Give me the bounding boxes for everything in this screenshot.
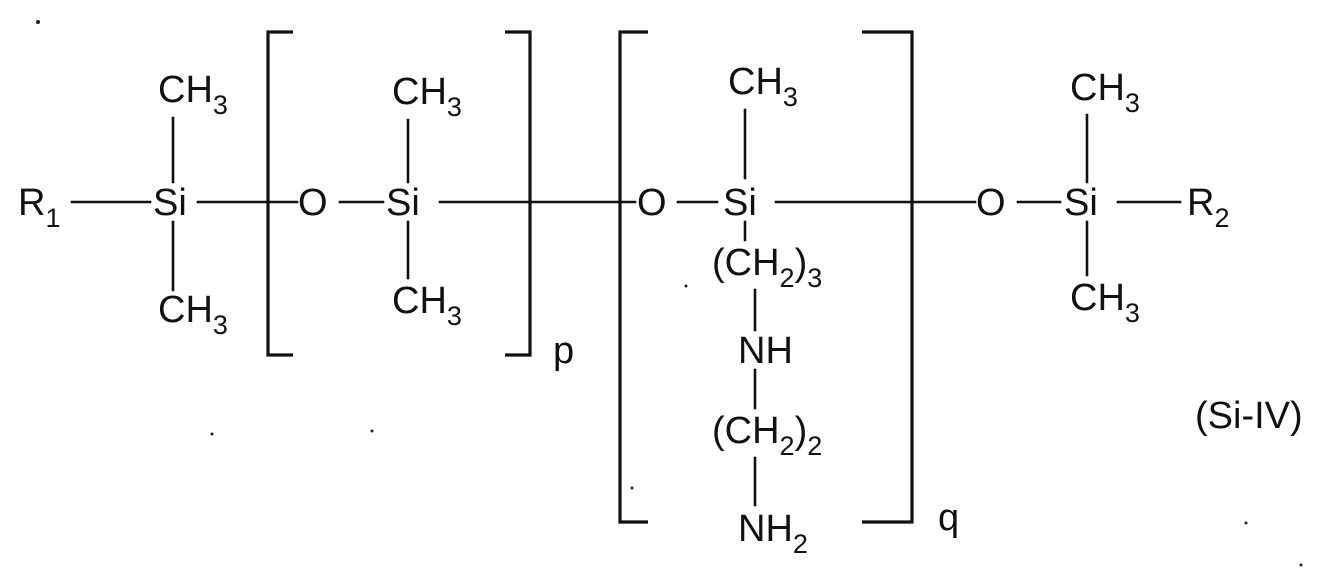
repeat-label-q: q [938, 497, 959, 539]
si-atom-left: Si [153, 182, 187, 224]
ch3-p-top: CH3 [392, 71, 462, 122]
r1-label: R1 [18, 182, 60, 233]
bond-lines [72, 110, 1180, 505]
ch3-left-top: CH3 [158, 69, 228, 120]
ch3-left-bottom: CH3 [158, 289, 228, 340]
ch3-q-top: CH3 [728, 61, 798, 112]
oxygen-q: O [637, 182, 667, 224]
repeat-label-p: p [553, 330, 574, 372]
si-atom-right: Si [1064, 182, 1098, 224]
bracket-q-right [862, 32, 912, 522]
oxygen-p: O [298, 182, 328, 224]
si-atom-q: Si [723, 182, 757, 224]
bracket-q-left [620, 32, 648, 522]
speck [685, 285, 688, 288]
oxygen-right: O [976, 182, 1006, 224]
speck [1300, 564, 1303, 567]
ch3-p-bottom: CH3 [392, 280, 462, 331]
speck [1245, 522, 1248, 525]
nh-group: NH [738, 330, 793, 372]
r2-label: R2 [1187, 182, 1229, 233]
speck [211, 433, 214, 436]
ethylene-chain: (CH2)2 [712, 410, 822, 461]
formula-label: (Si-IV) [1195, 395, 1303, 437]
repeat-unit-p: O Si CH3 CH3 p [298, 71, 574, 372]
bracket-p-left [268, 32, 293, 355]
speck [631, 487, 634, 490]
propylene-chain: (CH2)3 [712, 242, 822, 293]
speck [371, 430, 374, 433]
left-terminal-group: R1 Si CH3 CH3 [18, 69, 228, 340]
nh2-group: NH2 [738, 508, 808, 559]
ch3-right-bottom: CH3 [1070, 277, 1140, 328]
si-atom-p: Si [386, 182, 420, 224]
ch3-right-top: CH3 [1070, 67, 1140, 118]
speck [36, 20, 40, 24]
bracket-p-right [505, 32, 530, 355]
right-terminal-group: O Si R2 CH3 CH3 [976, 67, 1229, 328]
